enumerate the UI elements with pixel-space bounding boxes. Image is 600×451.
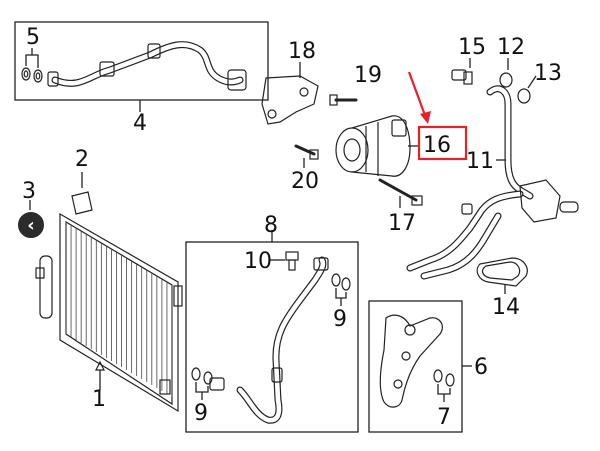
callout-14: 14 <box>492 295 520 320</box>
callout-4: 4 <box>133 111 147 136</box>
hose-assembly-box <box>14 21 269 112</box>
callout-11: 11 <box>466 149 494 174</box>
bolt-19 <box>329 94 358 106</box>
bracket-box <box>368 300 472 433</box>
callout-20: 20 <box>291 169 319 194</box>
previous-image-button[interactable]: ‹ <box>16 210 46 240</box>
seal-12 <box>499 72 513 88</box>
callout-9-left: 9 <box>194 401 208 426</box>
callout-15: 15 <box>458 35 486 60</box>
callout-19: 19 <box>354 63 382 88</box>
condenser <box>35 212 183 413</box>
chevron-left-icon: ‹ <box>27 215 34 236</box>
callout-3: 3 <box>22 179 36 204</box>
callout-16: 16 <box>423 133 451 158</box>
callout-9-right: 9 <box>333 307 347 332</box>
callout-8: 8 <box>264 213 278 238</box>
callout-10: 10 <box>244 249 272 274</box>
compressor <box>335 115 420 177</box>
refrigerant-lines <box>406 85 579 280</box>
mount-bracket <box>261 62 319 125</box>
callout-17: 17 <box>388 211 416 236</box>
callout-13: 13 <box>534 61 562 86</box>
callout-7: 7 <box>437 405 451 430</box>
callout-12: 12 <box>497 35 525 60</box>
callout-5: 5 <box>26 25 40 50</box>
callout-18: 18 <box>288 39 316 64</box>
line-assembly-box <box>185 230 359 433</box>
bolt-20 <box>294 144 319 168</box>
bracket-part <box>71 172 93 215</box>
gasket <box>476 257 528 294</box>
bolt-17 <box>378 178 423 208</box>
seal-13 <box>517 88 531 104</box>
pressure-sensor <box>451 58 473 85</box>
callout-6: 6 <box>474 355 488 380</box>
callout-1: 1 <box>92 387 106 412</box>
highlight-16 <box>407 71 468 161</box>
callout-2: 2 <box>75 147 89 172</box>
